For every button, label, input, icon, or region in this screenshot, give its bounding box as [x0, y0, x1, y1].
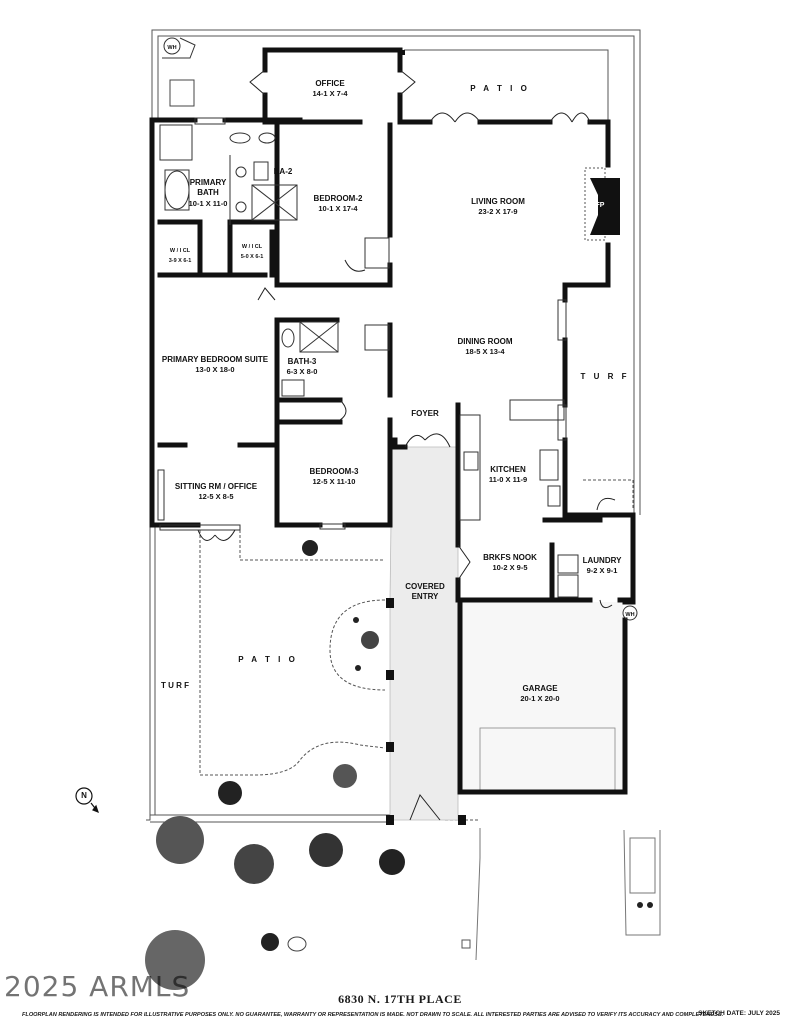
room-label-garage: GARAGE 20-1 X 20-0	[500, 684, 580, 704]
room-name: OFFICE	[315, 79, 345, 88]
room-dims: 10-2 X 9-5	[492, 563, 528, 572]
room-label-bath3: BATH-3 6-3 X 8-0	[280, 357, 324, 377]
water-heater-label-2: WH	[625, 612, 635, 618]
room-dims-primary-bath: 10-1 X 11-0	[176, 199, 240, 209]
room-name: W / I CL	[169, 248, 191, 254]
outdoor-label-turf-right: T U R F	[580, 372, 630, 381]
room-name: PRIMARY BATH	[189, 178, 227, 197]
landscape-plants	[145, 540, 653, 990]
room-dims: 14-1 X 7-4	[312, 89, 348, 98]
room-label-foyer: FOYER	[405, 409, 445, 419]
room-name: BEDROOM-3	[309, 467, 359, 476]
room-label-office: OFFICE 14-1 X 7-4	[300, 79, 360, 99]
room-label-bedroom2: BEDROOM-2 10-1 X 17-4	[306, 194, 370, 214]
room-name: BATH-3	[287, 357, 317, 366]
room-label-wicl2: W / I CL 5-0 X 6-1	[230, 242, 274, 262]
room-name: LIVING ROOM	[471, 197, 525, 206]
disclaimer-text: FLOORPLAN RENDERING IS INTENDED FOR ILLU…	[22, 1012, 724, 1018]
room-dims: 12-5 X 8-5	[198, 492, 234, 501]
room-name: BEDROOM-2	[313, 194, 363, 203]
sketch-date: SKETCH DATE: JULY 2025	[698, 1010, 780, 1017]
room-label-primary-bath: PRIMARY BATH	[186, 178, 230, 198]
room-name: SITTING RM / OFFICE	[174, 482, 258, 491]
room-dims: 3-9 X 6-1	[168, 258, 192, 264]
fireplace-label: FP	[590, 201, 610, 211]
room-name: BRKFS NOOK	[483, 553, 537, 562]
room-label-kitchen: KITCHEN 11-0 X 11-9	[478, 465, 538, 485]
room-label-primary-suite: PRIMARY BEDROOM SUITE 13-0 X 18-0	[155, 355, 275, 375]
fixtures	[157, 117, 579, 598]
room-label-sitting: SITTING RM / OFFICE 12-5 X 8-5	[158, 482, 274, 502]
room-name: GARAGE	[522, 684, 558, 693]
site-outline	[146, 29, 661, 961]
room-dims: 20-1 X 20-0	[520, 694, 560, 703]
entry-columns	[386, 50, 466, 825]
address-title: 6830 N. 17TH PLACE	[338, 992, 462, 1006]
garage-floor	[460, 602, 623, 792]
door-swings	[197, 69, 616, 821]
room-name: W / I CL	[241, 244, 263, 250]
room-name: PRIMARY BEDROOM SUITE	[161, 355, 269, 364]
north-label: N	[81, 791, 87, 800]
room-dims: 6-3 X 8-0	[286, 367, 318, 376]
room-dims: 13-0 X 18-0	[195, 365, 235, 374]
north-arrow-icon	[75, 787, 99, 814]
room-dims: 11-0 X 11-9	[488, 475, 528, 484]
room-label-dining: DINING ROOM 18-5 X 13-4	[445, 337, 525, 357]
room-label-laundry: LAUNDRY 9-2 X 9-1	[578, 556, 626, 576]
room-name: FOYER	[411, 409, 439, 418]
watermark: 2025 ARMLS	[4, 970, 191, 1003]
room-dims: 12-5 X 11-10	[312, 477, 356, 486]
room-label-bedroom3: BEDROOM-3 12-5 X 11-10	[296, 467, 372, 487]
outdoor-label-patio-left: P A T I O	[238, 655, 298, 664]
room-label-living: LIVING ROOM 23-2 X 17-9	[458, 197, 538, 217]
water-heater-label-1: WH	[167, 45, 177, 51]
room-label-wicl1: W / I CL 3-9 X 6-1	[160, 246, 200, 266]
fireplace-text: FP	[595, 202, 605, 209]
room-name: COVERED ENTRY	[405, 582, 445, 601]
room-name: BA-2	[273, 167, 293, 176]
outdoor-label-patio-top: P A T I O	[470, 84, 530, 93]
room-dims: 5-0 X 6-1	[240, 254, 264, 260]
room-label-covered-entry: COVERED ENTRY	[400, 572, 450, 602]
outdoor-label-turf-left: T U R F	[161, 681, 189, 690]
fireplace	[590, 178, 620, 235]
covered-entry-floor	[389, 446, 459, 821]
room-dims: 23-2 X 17-9	[478, 207, 518, 216]
room-dims: 18-5 X 13-4	[465, 347, 505, 356]
room-label-ba2: BA-2	[268, 167, 298, 177]
water-heater-icons	[162, 37, 638, 621]
room-dims: 10-1 X 17-4	[318, 204, 358, 213]
room-name: LAUNDRY	[582, 556, 622, 565]
room-label-brkfs: BRKFS NOOK 10-2 X 9-5	[478, 553, 542, 573]
room-name: DINING ROOM	[457, 337, 513, 346]
room-dims: 9-2 X 9-1	[586, 566, 618, 575]
room-dims: 10-1 X 11-0	[188, 199, 228, 208]
room-name: KITCHEN	[490, 465, 526, 474]
